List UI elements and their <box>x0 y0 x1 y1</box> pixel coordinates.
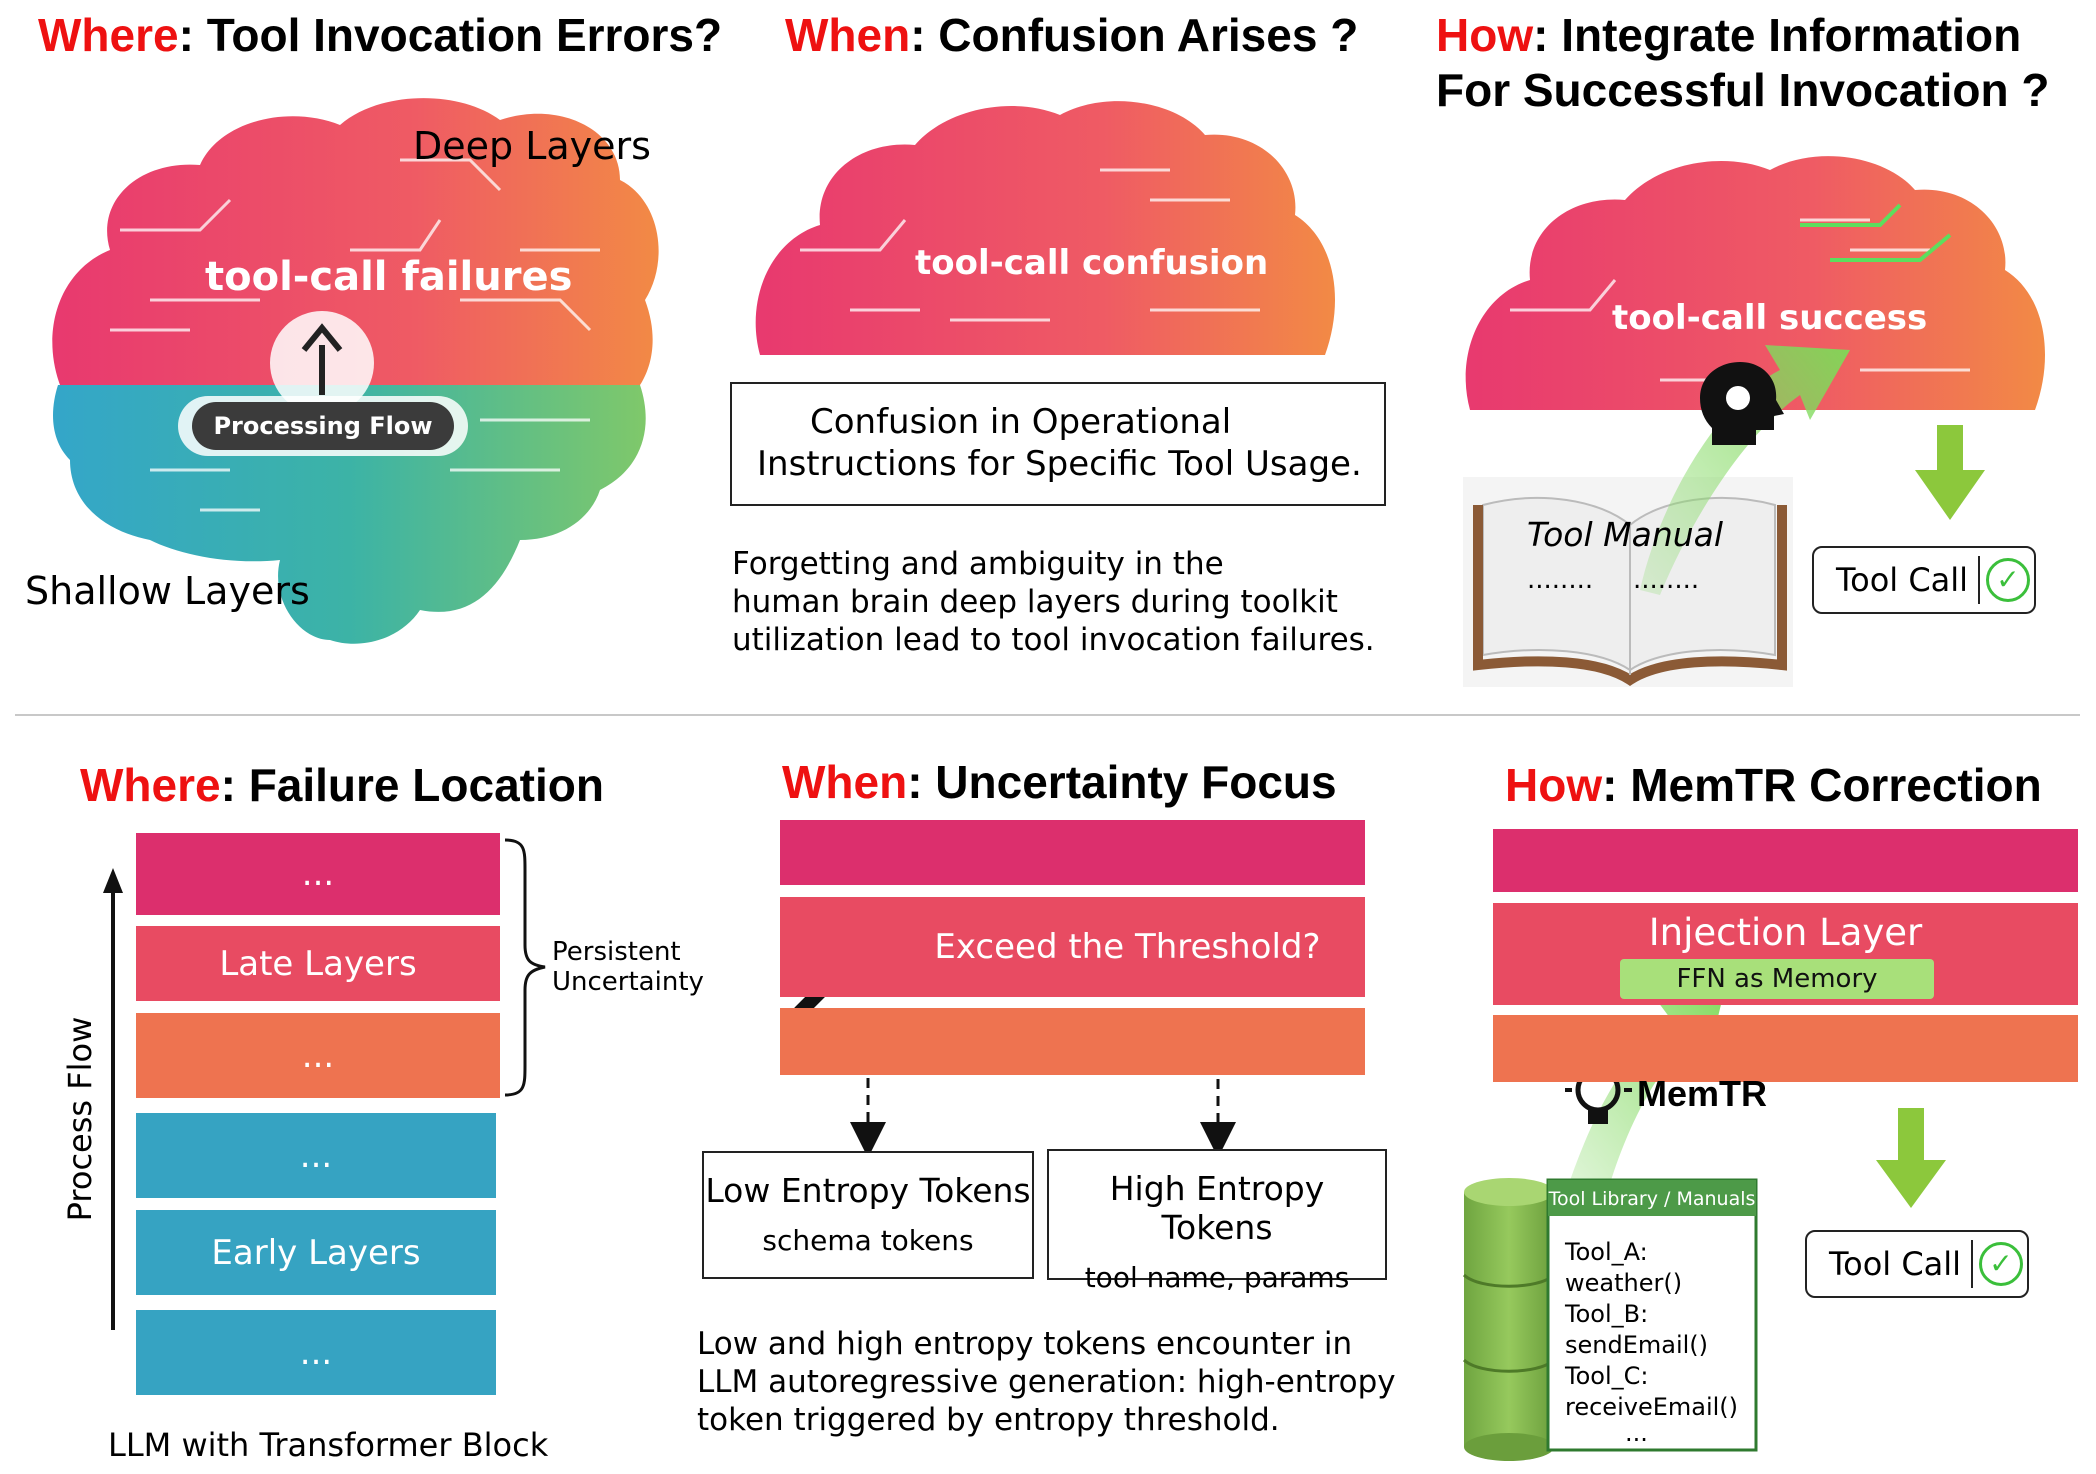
library-item: ... <box>1625 1419 1648 1447</box>
title-rest: : MemTR Correction <box>1602 759 2042 811</box>
brain-1-center-text: tool-call failures <box>205 254 573 300</box>
brain-2 <box>755 101 1335 355</box>
low-entropy-box: Low Entropy Tokens schema tokens <box>702 1151 1034 1279</box>
library-item: receiveEmail() <box>1565 1393 1739 1421</box>
title-keyword: How <box>1436 9 1534 61</box>
check-icon: ✓ <box>1979 1242 2023 1286</box>
tool-library-cylinder <box>1462 1178 1758 1461</box>
layer-bar-early: Early Layers <box>136 1210 496 1295</box>
down-arrow-top <box>1915 425 1985 520</box>
layer-bar: ... <box>136 1013 500 1098</box>
book-dots-left: ........ <box>1527 565 1594 595</box>
paragraph-line: token triggered by entropy threshold. <box>697 1402 1280 1438</box>
layer-bar: ... <box>136 1310 496 1395</box>
paragraph-line: LLM autoregressive generation: high-entr… <box>697 1364 1396 1400</box>
confusion-box-line-2: Instructions for Specific Tool Usage. <box>757 444 1362 484</box>
shallow-layers-label: Shallow Layers <box>25 569 310 613</box>
title-keyword: Where <box>38 9 179 61</box>
brace-label-line: Persistent <box>552 937 681 967</box>
tool-call-label: Tool Call <box>1829 1245 1962 1283</box>
title-where-top: Where: Tool Invocation Errors? <box>38 8 722 62</box>
high-entropy-sub: tool name, params <box>1084 1261 1350 1294</box>
title-when-top: When: Confusion Arises ? <box>785 8 1358 62</box>
tool-call-divider <box>1971 1240 1973 1288</box>
memtr-label: MemTR <box>1637 1073 1768 1114</box>
tool-manual-book <box>1463 477 1793 687</box>
brain-3-center-text: tool-call success <box>1612 298 1928 338</box>
low-entropy-title: Low Entropy Tokens <box>705 1171 1031 1210</box>
title-rest: : Integrate Information <box>1533 9 2022 61</box>
brain-3 <box>1465 156 2045 410</box>
layer-bar: ... <box>136 1113 496 1198</box>
uncertainty-bar-threshold: Exceed the Threshold? <box>780 897 1365 997</box>
tool-call-badge-top: Tool Call ✓ <box>1812 546 2036 614</box>
library-item: Tool_A: <box>1565 1238 1648 1266</box>
title-where-bottom: Where: Failure Location <box>80 758 604 812</box>
brain-2-center-text: tool-call confusion <box>915 243 1269 283</box>
title-how-top-line2: For Successful Invocation ? <box>1436 64 2050 116</box>
title-keyword: How <box>1505 759 1603 811</box>
paragraph-line: utilization lead to tool invocation fail… <box>732 622 1375 658</box>
title-how-bottom: How: MemTR Correction <box>1505 758 2042 812</box>
high-entropy-title: High Entropy Tokens <box>1109 1169 1325 1247</box>
tool-call-label: Tool Call <box>1836 561 1969 599</box>
process-flow-label: Process Flow <box>61 1016 99 1222</box>
ffn-memory-box: FFN as Memory <box>1620 959 1934 999</box>
high-entropy-box: High Entropy Tokens tool name, params <box>1047 1149 1387 1294</box>
title-keyword: Where <box>80 759 221 811</box>
paragraph-line: human brain deep layers during toolkit <box>732 584 1338 620</box>
tool-call-badge-bottom: Tool Call ✓ <box>1805 1230 2029 1298</box>
title-when-bottom: When: Uncertainty Focus <box>782 755 1337 809</box>
integrate-arrow <box>1640 345 1850 595</box>
brain-2-paragraph: Forgetting and ambiguity in the human br… <box>732 545 1375 659</box>
title-how-top: How: Integrate Information <box>1436 8 2021 62</box>
processing-flow-arrow <box>178 311 468 456</box>
paragraph-line: Low and high entropy tokens encounter in <box>697 1326 1353 1362</box>
title-keyword: When <box>782 756 908 808</box>
low-entropy-sub: schema tokens <box>762 1224 974 1257</box>
title-rest: : Failure Location <box>220 759 604 811</box>
library-items: Tool_A: weather() Tool_B: sendEmail() To… <box>1565 1237 1739 1447</box>
brace-label-line: Uncertainty <box>552 967 704 997</box>
memtr-bar-top <box>1493 829 2078 892</box>
tool-manual-title: Tool Manual <box>1527 515 1724 554</box>
down-arrow-bottom <box>1876 1108 1946 1208</box>
uncertainty-bar-top <box>780 820 1365 885</box>
persistent-uncertainty-label: Persistent Uncertainty <box>552 937 704 997</box>
layer-bar-late: Late Layers <box>136 926 500 1001</box>
injection-layer-label: Injection Layer <box>1648 911 1923 954</box>
uncertainty-bar-bottom <box>780 1008 1365 1075</box>
memtr-bar-bottom <box>1493 1015 2078 1082</box>
book-dots-right: ........ <box>1633 565 1700 595</box>
library-item: sendEmail() <box>1565 1331 1709 1359</box>
library-item: weather() <box>1565 1269 1683 1297</box>
check-icon: ✓ <box>1986 558 2030 602</box>
tool-call-divider <box>1978 556 1980 604</box>
title-rest: : Uncertainty Focus <box>907 756 1337 808</box>
paragraph-line: Forgetting and ambiguity in the <box>732 546 1224 582</box>
confusion-box-line-1: Confusion in Operational <box>810 402 1232 442</box>
threshold-text: Exceed the Threshold? <box>934 927 1321 967</box>
title-rest: : Tool Invocation Errors? <box>178 9 723 61</box>
head-icon <box>1700 362 1784 445</box>
title-keyword: When <box>785 9 911 61</box>
processing-flow-pill: Processing Flow <box>213 412 433 440</box>
deep-layers-label: Deep Layers <box>413 124 651 168</box>
layer-bar: ... <box>136 833 500 915</box>
process-flow-axis <box>103 868 123 1330</box>
uncertainty-paragraph: Low and high entropy tokens encounter in… <box>697 1325 1396 1439</box>
library-item: Tool_C: <box>1565 1362 1649 1390</box>
persistent-brace <box>504 838 546 1097</box>
title-rest: : Confusion Arises ? <box>910 9 1359 61</box>
confusion-box <box>730 382 1386 506</box>
library-header: Tool Library / Manuals <box>1548 1188 1756 1210</box>
library-item: Tool_B: <box>1565 1300 1649 1328</box>
llm-caption: LLM with Transformer Block <box>108 1426 549 1464</box>
